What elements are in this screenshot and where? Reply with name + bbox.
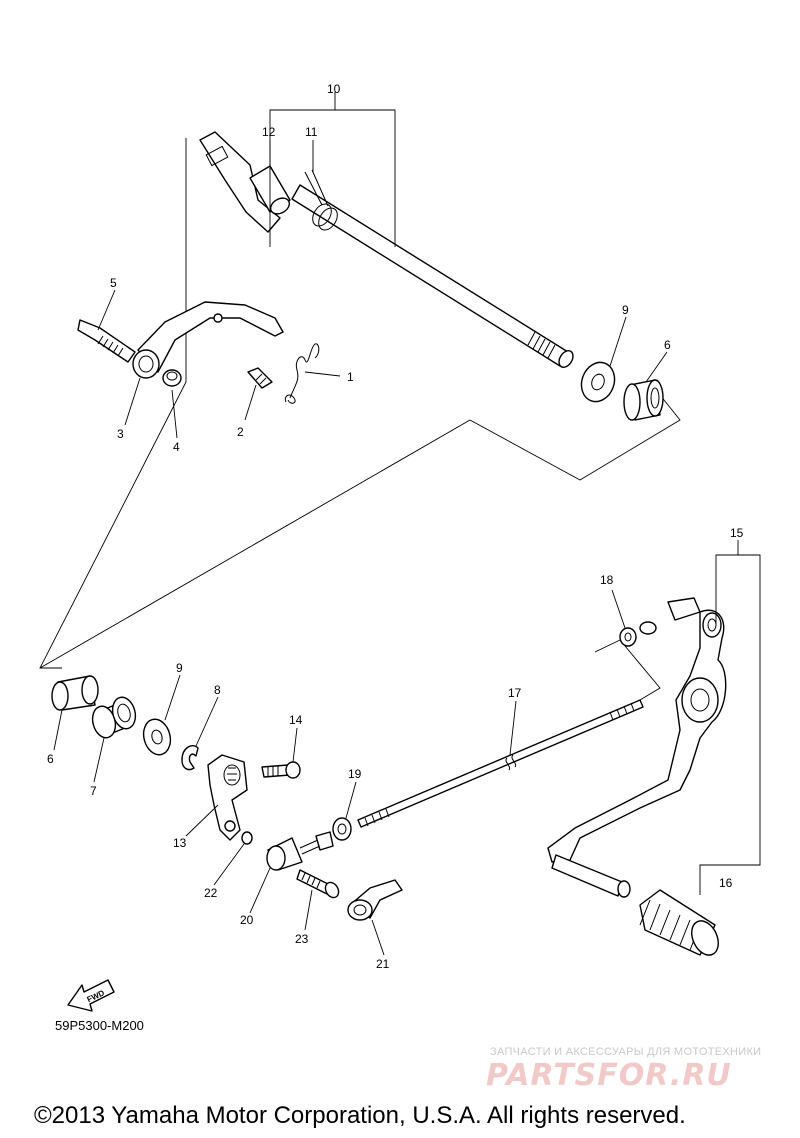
- copyright-notice: ©2013 Yamaha Motor Corporation, U.S.A. A…: [34, 1102, 686, 1129]
- shift-arm-assembly: [207, 754, 403, 921]
- shift-pedal-assembly: [547, 540, 761, 956]
- washer-and-bushing-top: [580, 361, 664, 421]
- callout-bracket-10: [269, 97, 396, 247]
- callout-9-bottom: 9: [176, 661, 183, 675]
- callout-6-bottom: 6: [47, 752, 54, 766]
- callout-14: 14: [289, 713, 303, 727]
- callout-8: 8: [214, 683, 221, 697]
- callout-2: 2: [237, 425, 244, 439]
- callout-5: 5: [110, 276, 117, 290]
- callout-1: 1: [347, 370, 354, 384]
- callout-15: 15: [730, 526, 744, 540]
- callout-11: 11: [305, 125, 318, 139]
- shift-shaft-assembly: [199, 131, 574, 368]
- callout-10: 10: [327, 82, 341, 96]
- callout-23: 23: [295, 932, 309, 946]
- lower-bushings: [51, 675, 199, 771]
- leader-lines: [53, 92, 668, 956]
- callout-16: 16: [719, 876, 733, 890]
- callout-6-top: 6: [664, 338, 671, 352]
- watermark-logo: PARTSFOR.RU: [486, 1058, 732, 1093]
- watermark-caption: ЗАПЧАСТИ И АКСЕССУАРЫ ДЛЯ МОТОТЕХНИКИ: [490, 1046, 762, 1058]
- callout-13: 13: [173, 836, 187, 850]
- shift-rod: [357, 699, 644, 828]
- fwd-arrow-icon: FWD: [67, 979, 115, 1012]
- callout-21: 21: [376, 957, 390, 971]
- callout-9-top: 9: [622, 303, 629, 317]
- callout-19: 19: [348, 767, 362, 781]
- callout-12: 12: [262, 125, 276, 139]
- callout-7: 7: [90, 784, 97, 798]
- stopper-lever-assembly: [77, 301, 320, 404]
- callout-20: 20: [240, 913, 254, 927]
- callout-labels: 1 2 3 4 5 6 9 10 11 12 15 18 9 8 17 14 6…: [47, 82, 744, 971]
- callout-17: 17: [508, 686, 522, 700]
- callout-18: 18: [600, 573, 614, 587]
- callout-4: 4: [173, 440, 180, 454]
- assembly-alignment-lines: [39, 138, 681, 701]
- callout-3: 3: [117, 427, 124, 441]
- diagram-code: 59P5300-M200: [55, 1018, 144, 1033]
- callout-22: 22: [204, 886, 218, 900]
